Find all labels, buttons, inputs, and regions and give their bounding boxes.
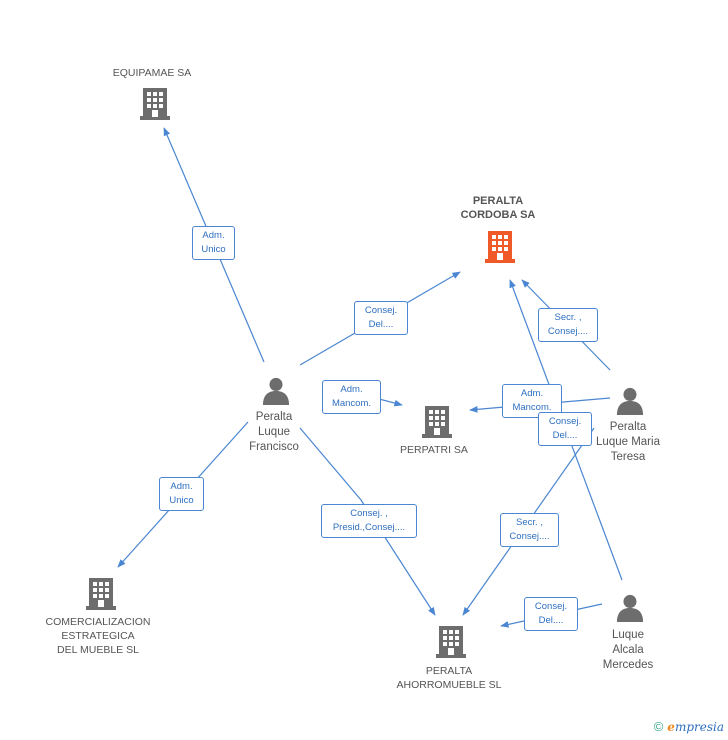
comercializacion-label[interactable]: COMERCIALIZACION ESTRATEGICA DEL MUEBLE …	[45, 616, 151, 656]
mercedes-person-icon[interactable]	[616, 594, 644, 622]
maria-teresa-label[interactable]: Peralta Luque Maria Teresa	[596, 421, 660, 463]
edge-label-mercedes-to-peralta_cordoba[interactable]: Consej. Del....	[538, 412, 592, 446]
edge-francisco-to-ahorromueble	[299, 427, 436, 616]
edge-label-maria_teresa-to-peralta_cordoba[interactable]: Secr. , Consej....	[538, 308, 598, 342]
edge-label-francisco-to-peralta_cordoba[interactable]: Consej. Del....	[354, 301, 408, 335]
edge-label-maria_teresa-to-ahorromueble[interactable]: Secr. , Consej....	[500, 513, 559, 547]
perpatri-building-icon[interactable]	[422, 406, 452, 438]
footer-brand[interactable]: © empresia	[654, 719, 724, 734]
comercializacion-building-icon[interactable]	[86, 578, 116, 610]
equipamae-label[interactable]: EQUIPAMAE SA	[112, 67, 192, 79]
ahorromueble-label[interactable]: PERALTA AHORROMUEBLE SL	[396, 665, 502, 691]
francisco-label[interactable]: Peralta Luque Francisco	[249, 411, 299, 453]
mercedes-label[interactable]: Luque Alcala Mercedes	[602, 629, 654, 671]
francisco-person-icon[interactable]	[262, 377, 290, 405]
edge-label-mercedes-to-ahorromueble[interactable]: Consej. Del....	[524, 597, 578, 631]
edge-label-francisco-to-equipamae[interactable]: Adm. Unico	[192, 226, 235, 260]
ahorromueble-building-icon[interactable]	[436, 626, 466, 658]
peralta-cordoba-building-icon[interactable]	[485, 231, 515, 263]
edge-label-francisco-to-perpatri[interactable]: Adm. Mancom.	[322, 380, 381, 414]
perpatri-label[interactable]: PERPATRI SA	[400, 444, 468, 456]
edge-label-francisco-to-ahorromueble[interactable]: Consej. , Presid.,Consej....	[321, 504, 417, 538]
empresia-logo: empresia	[667, 719, 724, 734]
maria-teresa-person-icon[interactable]	[616, 387, 644, 415]
peralta-cordoba-label[interactable]: PERALTA CORDOBA SA	[460, 195, 536, 221]
equipamae-building-icon[interactable]	[140, 88, 170, 120]
edge-label-francisco-to-comercializacion[interactable]: Adm. Unico	[159, 477, 204, 511]
copyright-symbol: ©	[653, 719, 664, 734]
